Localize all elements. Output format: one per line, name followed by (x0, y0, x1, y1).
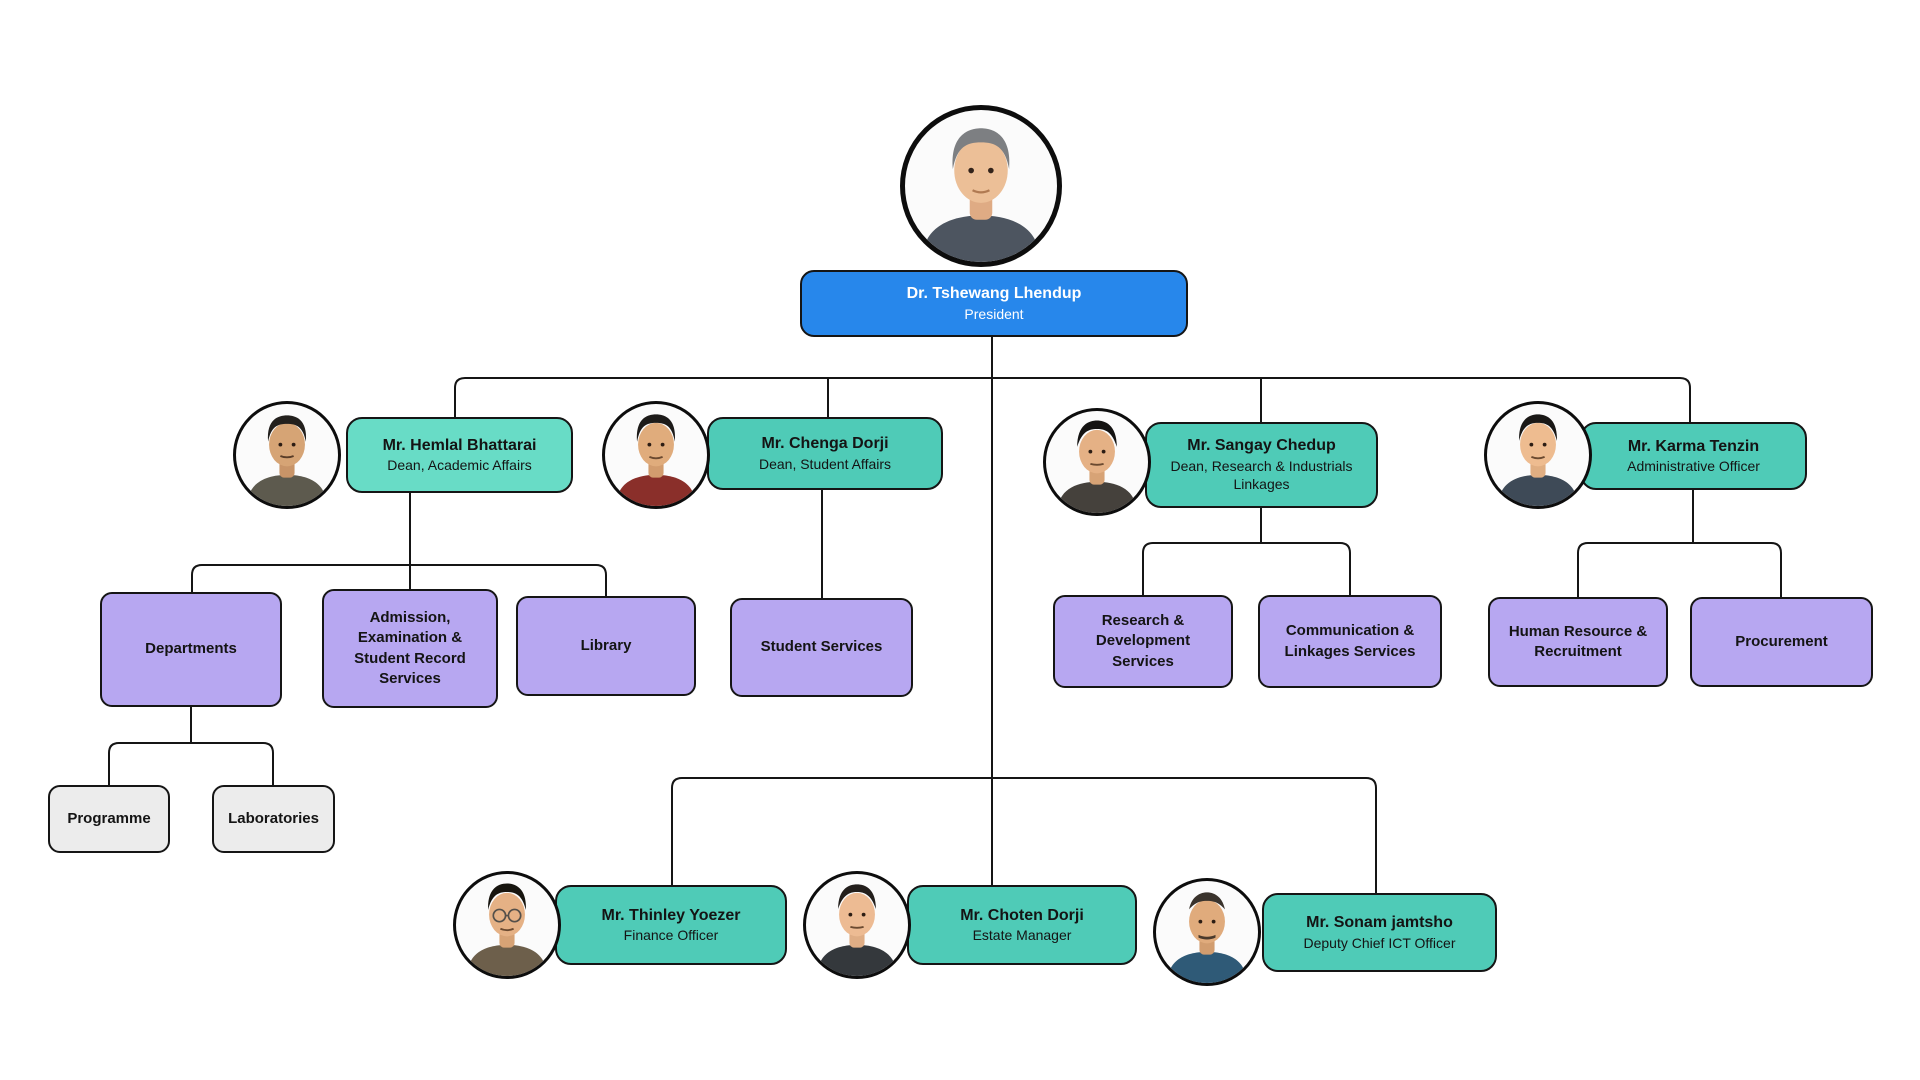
finance-officer-name: Mr. Thinley Yoezer (601, 906, 741, 924)
admission-label: Admission, Examination & Student Record … (354, 609, 466, 687)
student-services-label: Student Services (760, 638, 883, 656)
research-dev-label: Research & Development Services (1095, 612, 1191, 670)
node-president: Dr. Tshewang Lhendup President (800, 270, 1188, 337)
dean-research-name: Mr. Sangay Chedup (1187, 437, 1336, 455)
estate-manager-name: Mr. Choten Dorji (960, 906, 1084, 924)
admin-officer-title: Administrative Officer (1627, 458, 1760, 475)
finance-officer-title: Finance Officer (623, 927, 719, 944)
dean-student-title: Dean, Student Affairs (758, 455, 892, 472)
node-procurement: Procurement (1690, 597, 1873, 687)
estate-manager-title: Estate Manager (972, 927, 1072, 944)
dean-research-title: Dean, Research & Industrials Linkages (1170, 458, 1353, 493)
departments-label: Departments (145, 640, 237, 658)
person-avatar-icon (1167, 892, 1247, 983)
ict-officer-name: Mr. Sonam jamtsho (1306, 914, 1453, 931)
node-admin-officer: Mr. Karma Tenzin Administrative Officer (1580, 422, 1807, 490)
person-avatar-icon (247, 415, 327, 506)
president-name: Dr. Tshewang Lhendup (906, 285, 1082, 302)
node-laboratories: Laboratories (212, 785, 335, 853)
library-label: Library (580, 636, 632, 654)
node-dean-student: Mr. Chenga Dorji Dean, Student Affairs (707, 417, 943, 490)
admin-officer-photo (1484, 401, 1592, 509)
person-avatar-icon (921, 128, 1041, 262)
node-programme: Programme (48, 785, 170, 853)
node-research-dev: Research & Development Services (1053, 595, 1233, 688)
node-ict-officer: Mr. Sonam jamtsho Deputy Chief ICT Offic… (1262, 893, 1497, 972)
dean-student-photo (602, 401, 710, 509)
human-resource-label: Human Resource & Recruitment (1508, 622, 1648, 660)
ict-officer-title: Deputy Chief ICT Officer (1303, 934, 1456, 951)
node-library: Library (516, 596, 696, 696)
node-student-services: Student Services (730, 598, 913, 697)
estate-manager-photo (803, 871, 911, 979)
communication-label: Communication & Linkages Services (1284, 622, 1416, 660)
node-dean-research: Mr. Sangay Chedup Dean, Research & Indus… (1145, 422, 1378, 508)
programme-label: Programme (67, 809, 151, 827)
dean-academic-title: Dean, Academic Affairs (387, 457, 532, 474)
node-finance-officer: Mr. Thinley Yoezer Finance Officer (555, 885, 787, 965)
laboratories-label: Laboratories (228, 809, 319, 827)
person-avatar-icon (467, 883, 547, 976)
dean-academic-name: Mr. Hemlal Bhattarai (382, 436, 537, 454)
president-photo (900, 105, 1062, 267)
person-avatar-icon (1057, 420, 1137, 513)
admin-officer-name: Mr. Karma Tenzin (1627, 437, 1760, 455)
node-dean-academic: Mr. Hemlal Bhattarai Dean, Academic Affa… (346, 417, 573, 493)
person-avatar-icon (1498, 414, 1578, 506)
procurement-label: Procurement (1735, 632, 1828, 650)
node-admission: Admission, Examination & Student Record … (322, 589, 498, 708)
dean-academic-photo (233, 401, 341, 509)
person-avatar-icon (616, 414, 696, 506)
president-title: President (964, 305, 1024, 322)
dean-student-name: Mr. Chenga Dorji (761, 435, 889, 452)
node-departments: Departments (100, 592, 282, 707)
node-communication: Communication & Linkages Services (1258, 595, 1442, 688)
dean-research-photo (1043, 408, 1151, 516)
node-estate-manager: Mr. Choten Dorji Estate Manager (907, 885, 1137, 965)
node-human-resource: Human Resource & Recruitment (1488, 597, 1668, 687)
finance-officer-photo (453, 871, 561, 979)
person-avatar-icon (817, 884, 897, 976)
ict-officer-photo (1153, 878, 1261, 986)
